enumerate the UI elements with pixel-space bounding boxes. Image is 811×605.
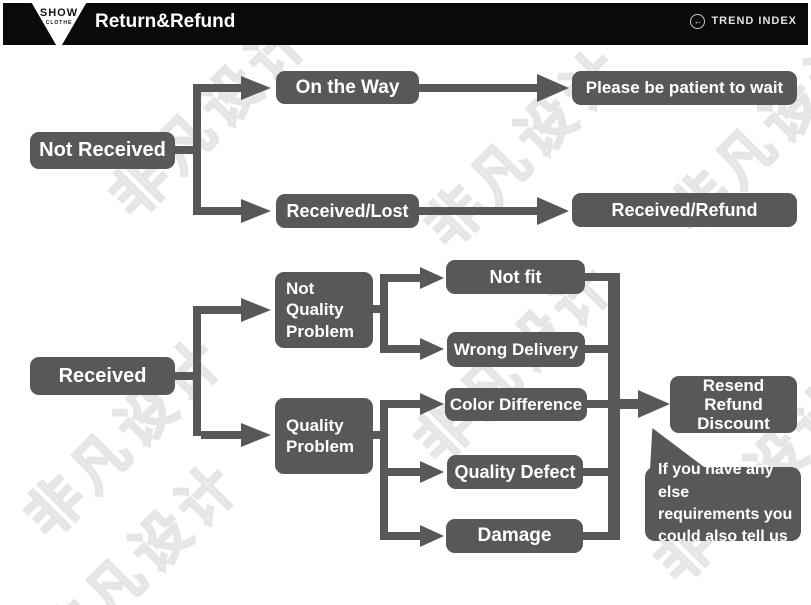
header-bar <box>3 3 808 45</box>
node-wrong-delivery: Wrong Delivery <box>447 332 585 367</box>
arrowhead-to-not-quality-problem <box>241 298 271 322</box>
connector-nqp-branch <box>380 274 388 353</box>
node-line: Problem <box>286 321 355 341</box>
node-line: Refund <box>704 394 763 414</box>
node-line: Quality <box>286 415 344 435</box>
node-resend-refund-discount: Resend Refund Discount <box>670 376 797 433</box>
connector-to-wrong-delivery <box>388 345 420 353</box>
arrowhead-to-resend <box>638 390 670 418</box>
arrowhead-to-received-refund <box>537 197 569 225</box>
connector-to-quality-defect <box>388 468 420 476</box>
speech-bubble-note: If you have any else requirements you co… <box>645 461 801 545</box>
connector-to-damage <box>388 532 420 540</box>
connector-not-received-stub <box>175 146 197 154</box>
arrowhead-to-quality-problem <box>241 423 271 447</box>
node-line: Quality <box>286 300 344 320</box>
node-line: Discount <box>697 414 770 434</box>
connector-to-color-difference <box>388 400 420 408</box>
connector-not-fit-out <box>585 273 608 281</box>
node-not-fit: Not fit <box>446 260 585 294</box>
connector-to-quality-problem <box>201 431 241 439</box>
node-not-quality-problem: Not Quality Problem <box>275 272 373 348</box>
arrowhead-to-on-the-way <box>241 76 271 100</box>
bubble-line: If you have any else <box>658 461 774 501</box>
node-quality-problem: Quality Problem <box>275 398 373 474</box>
node-received: Received <box>30 357 175 395</box>
arrowhead-to-wrong-delivery <box>420 338 444 360</box>
node-on-the-way: On the Way <box>276 71 419 104</box>
arrowhead-to-not-fit <box>420 267 444 289</box>
brand-logo-name: SHOW <box>39 7 79 19</box>
connector-wrong-delivery-out <box>585 345 608 353</box>
node-line: Problem <box>286 437 355 456</box>
arrowhead-to-damage <box>420 525 444 547</box>
connector-to-on-the-way <box>201 84 241 92</box>
back-arrow-circle-icon: ← <box>690 13 706 29</box>
connector-to-please-wait <box>419 84 537 92</box>
connector-damage-out <box>583 532 608 540</box>
connector-to-received-refund <box>419 207 537 215</box>
connector-received-stub <box>175 372 197 380</box>
connector-qp-branch <box>380 400 388 540</box>
connector-collector-line <box>608 273 620 540</box>
node-line: Not <box>286 279 315 299</box>
node-quality-defect: Quality Defect <box>447 455 583 489</box>
brand-logo-subtitle: CLOTHE <box>45 20 73 26</box>
node-received-lost: Received/Lost <box>276 194 419 228</box>
connector-to-received-lost <box>201 207 241 215</box>
arrowhead-to-quality-defect <box>420 461 444 483</box>
node-not-received: Not Received <box>30 132 175 169</box>
connector-to-not-fit <box>388 274 420 282</box>
trend-index-label: TREND INDEX <box>711 15 797 27</box>
arrowhead-to-received-lost <box>241 199 271 223</box>
connector-to-resend <box>620 399 638 409</box>
connector-to-not-quality-problem <box>201 306 241 314</box>
node-color-difference: Color Difference <box>445 388 587 421</box>
node-please-be-patient: Please be patient to wait <box>572 71 797 105</box>
bubble-line: requirements you <box>658 506 793 523</box>
connector-received-branch <box>193 306 201 436</box>
arrowhead-to-color-difference <box>420 393 444 415</box>
page-title: Return&Refund <box>95 11 236 32</box>
node-damage: Damage <box>446 519 583 553</box>
bubble-line: could also tell us <box>658 528 788 546</box>
trend-index: ← TREND INDEX <box>690 0 797 42</box>
node-received-refund: Received/Refund <box>572 193 797 227</box>
connector-quality-defect-out <box>583 468 608 476</box>
arrowhead-to-please-wait <box>537 74 569 102</box>
connector-not-received-branch <box>193 84 201 215</box>
node-line: Resend <box>702 375 765 395</box>
connector-color-difference-out <box>587 400 608 408</box>
